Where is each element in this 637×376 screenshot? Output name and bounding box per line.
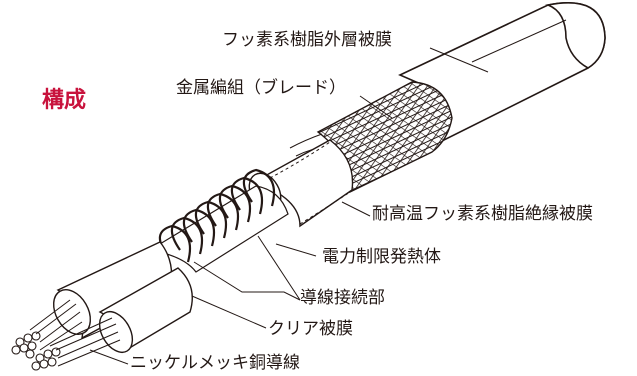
leader-conductor bbox=[89, 349, 129, 365]
label-conductor: ニッケルメッキ銅導線 bbox=[130, 353, 300, 373]
leader-lines bbox=[89, 47, 489, 365]
conductors bbox=[11, 299, 121, 371]
leader-heating-element bbox=[275, 243, 317, 257]
conductor-bundle-right bbox=[31, 317, 121, 371]
label-inner-insulation: 耐高温フッ素系樹脂絶縁被膜 bbox=[372, 204, 593, 224]
leader-clear-coating bbox=[191, 295, 267, 329]
label-clear-coating: クリア被膜 bbox=[268, 319, 353, 339]
label-braid: 金属編組（ブレード） bbox=[176, 78, 346, 98]
leader-wire-junction-2 bbox=[257, 235, 301, 301]
page-title: 構成 bbox=[42, 88, 87, 113]
leader-outer-jacket bbox=[429, 47, 489, 73]
heating-element bbox=[148, 168, 289, 273]
leader-wire-junction bbox=[193, 261, 301, 301]
leader-braid bbox=[359, 95, 393, 119]
conductor-bundle-left bbox=[11, 299, 83, 359]
label-outer-jacket: フッ素系樹脂外層被膜 bbox=[222, 30, 392, 50]
leader-inner-insulation bbox=[341, 201, 371, 217]
label-wire-junction: 導線接続部 bbox=[300, 288, 385, 308]
label-heating-element: 電力制限発熱体 bbox=[322, 247, 441, 267]
